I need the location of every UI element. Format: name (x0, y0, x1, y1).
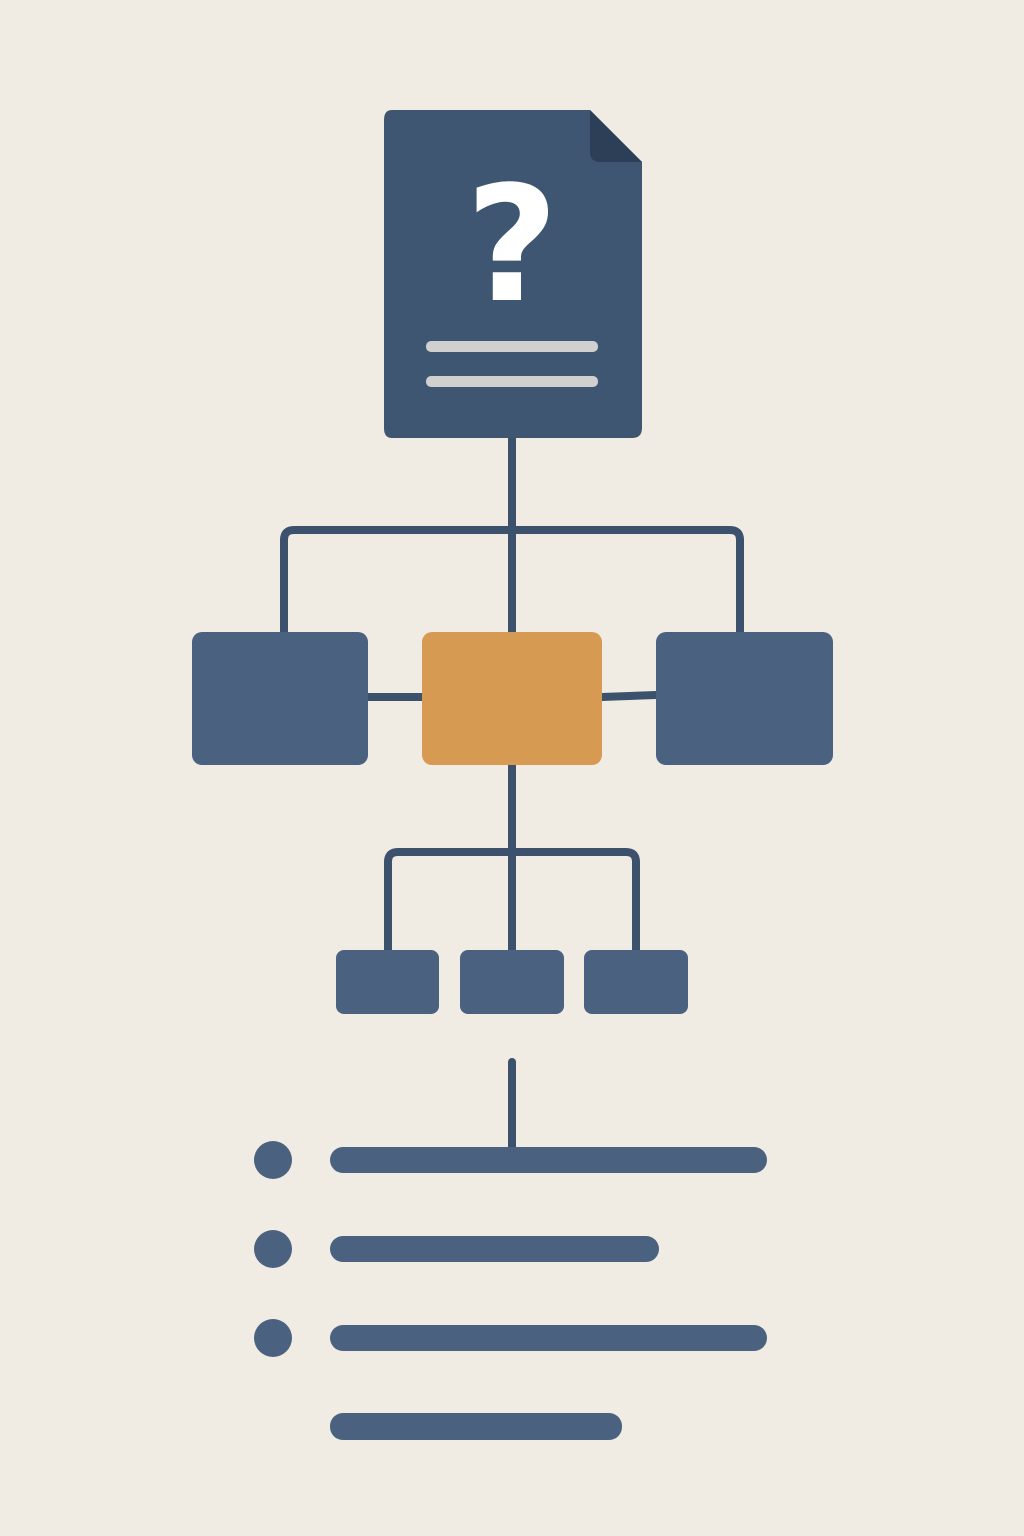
lower-bracket-connector (384, 848, 640, 954)
document-body (384, 110, 642, 438)
level-1-node-right (656, 632, 833, 765)
level-2-node-1 (336, 950, 439, 1014)
list-line-3 (330, 1325, 767, 1351)
level-2-node-3 (584, 950, 688, 1014)
right-node-link (598, 691, 660, 701)
bullet-list-icon (254, 1141, 767, 1440)
list-line-1 (330, 1147, 767, 1173)
document-question-icon: ? (384, 110, 642, 438)
list-line-4 (330, 1413, 622, 1440)
level-1-node-left (192, 632, 368, 765)
level-2-node-2 (460, 950, 564, 1014)
bullet-dot-1 (254, 1141, 292, 1179)
connectors (280, 434, 744, 1152)
level-2-nodes (336, 950, 688, 1014)
list-line-2 (330, 1236, 659, 1262)
question-mark: ? (466, 151, 559, 338)
document-line-2 (426, 376, 598, 387)
bullet-dot-2 (254, 1230, 292, 1268)
level-1-nodes (192, 632, 833, 765)
upper-bracket-connector (280, 526, 744, 636)
level-1-node-highlighted (422, 632, 602, 765)
document-line-1 (426, 341, 598, 352)
document-fold (590, 110, 642, 162)
bullet-dot-3 (254, 1319, 292, 1357)
